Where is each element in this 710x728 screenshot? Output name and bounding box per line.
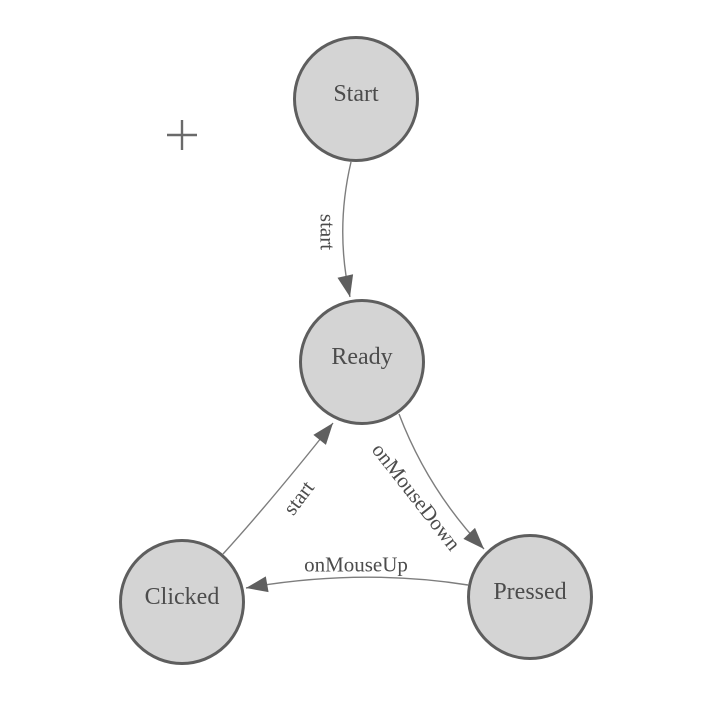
edge-pressed-to-clicked[interactable] xyxy=(245,576,469,593)
node-clicked-label: Clicked xyxy=(144,584,220,610)
node-start-label: Start xyxy=(333,81,379,107)
edge-clicked-to-ready[interactable] xyxy=(222,422,334,555)
node-pressed-label: Pressed xyxy=(493,579,567,605)
edge-ready-to-pressed[interactable] xyxy=(398,413,485,550)
node-clicked[interactable]: Clicked xyxy=(119,539,245,665)
edge-start-to-ready[interactable] xyxy=(337,161,354,298)
node-ready[interactable]: Ready xyxy=(299,299,425,425)
edge-label-pressed-to-clicked[interactable]: onMouseUp xyxy=(304,552,408,577)
node-start[interactable]: Start xyxy=(293,36,419,162)
canvas-origin-cross-icon xyxy=(167,120,197,150)
edge-label-start-to-ready[interactable]: start xyxy=(315,213,340,251)
node-ready-label: Ready xyxy=(331,344,393,370)
node-pressed[interactable]: Pressed xyxy=(467,534,593,660)
